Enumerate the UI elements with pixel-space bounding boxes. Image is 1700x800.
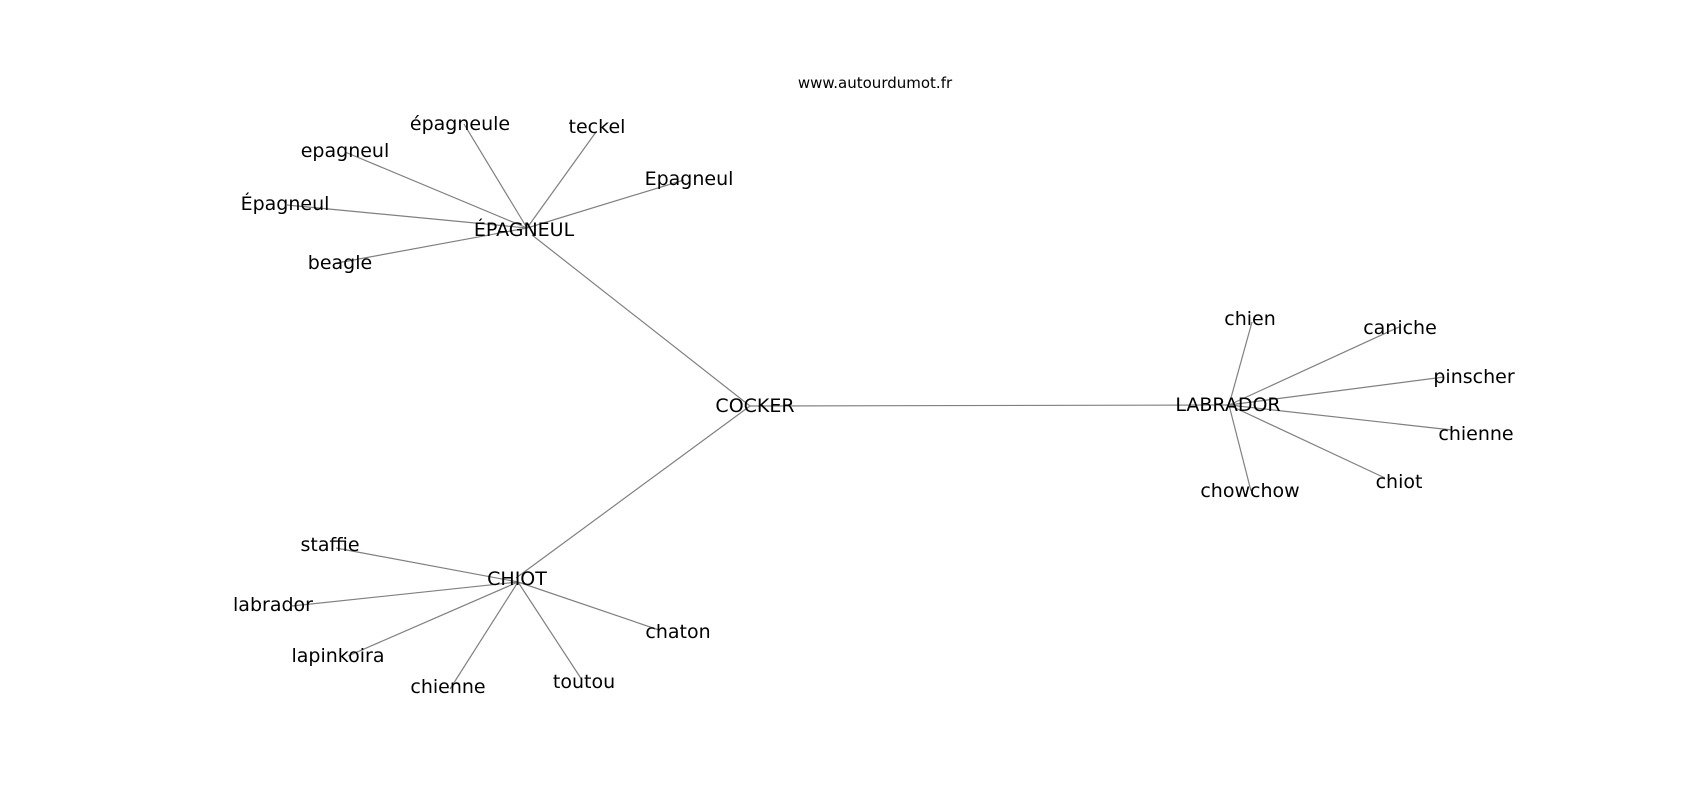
leaf-node: epagneul xyxy=(301,140,390,162)
center-node: COCKER xyxy=(715,395,794,417)
hub-node: LABRADOR xyxy=(1175,394,1280,416)
edge-center-hub-0 xyxy=(531,234,751,407)
leaf-node: toutou xyxy=(553,671,615,693)
leaf-node: chien xyxy=(1224,308,1276,330)
leaf-node: beagle xyxy=(308,252,372,274)
leaf-node: chaton xyxy=(645,621,710,643)
edge-hub-2-leaf-2 xyxy=(347,581,519,657)
edge-hub-1-leaf-1 xyxy=(1228,326,1400,406)
edge-hub-0-leaf-3 xyxy=(526,179,685,229)
edge-center-hub-1 xyxy=(749,404,1231,407)
edge-hub-1-leaf-5 xyxy=(1228,404,1252,492)
leaf-node: chowchow xyxy=(1200,480,1299,502)
leaf-node: pinscher xyxy=(1433,366,1514,388)
edge-hub-0-leaf-4 xyxy=(286,204,528,229)
site-url: www.autourdumot.fr xyxy=(798,74,953,92)
edge-hub-0-leaf-0 xyxy=(463,123,528,229)
leaf-node: caniche xyxy=(1363,317,1437,339)
labels: www.autourdumot.fr COCKER ÉPAGNEUL épagn… xyxy=(233,74,1515,698)
edge-center-hub-2 xyxy=(515,405,751,579)
leaf-node: chienne xyxy=(410,676,485,698)
edge-hub-2-leaf-1 xyxy=(291,581,519,607)
edge-hub-1-leaf-3 xyxy=(1228,404,1453,431)
hub-node: ÉPAGNEUL xyxy=(474,218,575,241)
edge-hub-1-leaf-4 xyxy=(1228,404,1386,479)
leaf-node: chiot xyxy=(1376,471,1423,493)
leaf-node: Epagneul xyxy=(645,168,734,190)
edge-hub-0-leaf-5 xyxy=(336,227,528,264)
edge-hub-2-leaf-4 xyxy=(517,581,583,681)
leaf-node: labrador xyxy=(233,594,313,616)
leaf-node: chienne xyxy=(1438,423,1513,445)
leaf-node: Épagneul xyxy=(241,192,330,215)
edges xyxy=(286,123,1453,690)
leaf-node: staffie xyxy=(300,534,359,556)
edge-hub-0-leaf-2 xyxy=(344,151,528,229)
edge-hub-0-leaf-1 xyxy=(526,131,597,229)
leaf-node: lapinkoira xyxy=(292,645,385,667)
edge-hub-2-leaf-3 xyxy=(449,581,519,690)
edge-hub-2-leaf-5 xyxy=(517,581,660,631)
edge-hub-1-leaf-0 xyxy=(1228,321,1253,406)
leaf-node: teckel xyxy=(569,116,626,138)
edge-hub-1-leaf-2 xyxy=(1228,376,1445,406)
edge-hub-2-leaf-0 xyxy=(335,547,519,583)
leaf-node: épagneule xyxy=(410,113,510,135)
hub-node: CHIOT xyxy=(487,568,547,590)
